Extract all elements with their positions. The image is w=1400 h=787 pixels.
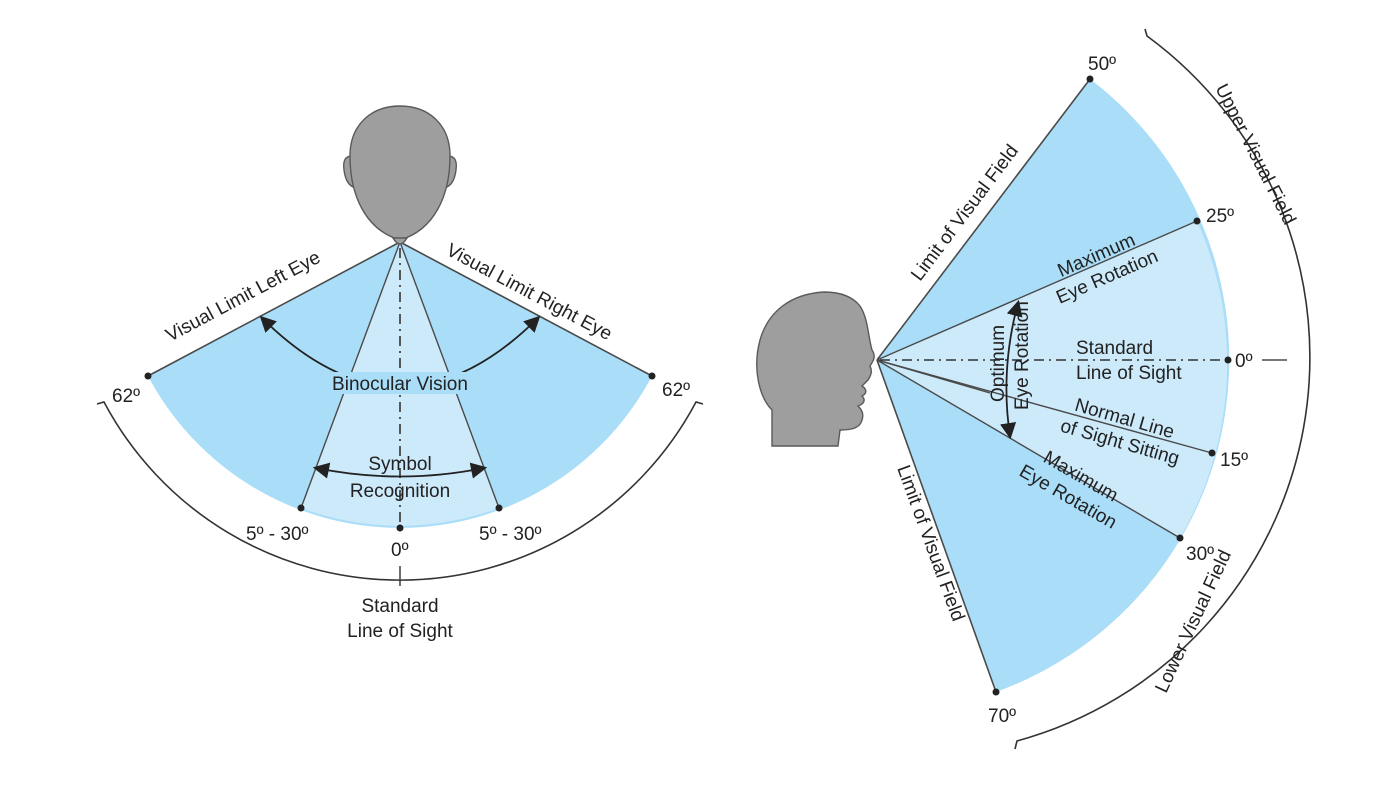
side-view-outer-arc	[1014, 28, 1311, 750]
side-view-dot-70	[992, 688, 1000, 696]
top-view-deg-right-62: 62º	[662, 380, 690, 401]
side-view-deg-0: 0º	[1235, 351, 1253, 372]
side-view-dot-25	[1193, 217, 1201, 225]
side-view-dot-0	[1224, 356, 1232, 364]
optimum-eye-rotation-label: Optimum Eye Rotation	[988, 301, 1033, 410]
side-view-head-icon	[756, 291, 875, 447]
side-view-dot-30	[1176, 534, 1184, 542]
top-view-diagram: Visual Limit Left Eye Visual Limit Right…	[96, 105, 704, 642]
symbol-recognition-arrow	[312, 462, 488, 479]
top-view-dot-center	[396, 524, 404, 532]
top-view-standard-line2: Line of Sight	[347, 621, 453, 642]
top-view-deg-right-range: 5º - 30º	[479, 524, 542, 545]
top-view-outer-arc	[96, 401, 704, 581]
side-view-optimum-short-line	[876, 359, 991, 394]
side-view-standard-line2: Line of Sight	[1076, 363, 1182, 384]
lower-visual-field-label: Lower Visual Field	[1151, 547, 1235, 696]
top-view-dot-right-range	[495, 504, 503, 512]
side-view-max-rotation-lower-line	[876, 359, 1181, 539]
side-view-deg-30: 30º	[1186, 544, 1214, 565]
symbol-recognition-label-line2: Recognition	[350, 481, 450, 502]
side-view-deg-15: 15º	[1220, 450, 1248, 471]
side-view-deg-25: 25º	[1206, 206, 1234, 227]
top-view-dot-right-62	[648, 372, 656, 380]
top-view-deg-left-range: 5º - 30º	[246, 524, 309, 545]
side-view-standard-line1: Standard	[1076, 338, 1153, 359]
side-view-deg-50: 50º	[1088, 54, 1116, 75]
optimum-eye-rotation-arrow	[1000, 299, 1023, 440]
top-view-head-icon	[342, 105, 458, 245]
top-view-right-eye-limit-line	[399, 241, 653, 377]
top-view-standard-line1: Standard	[361, 596, 438, 617]
top-view-deg-left-62: 62º	[112, 386, 140, 407]
optimum-eye-rotation-line1: Optimum	[988, 325, 1009, 402]
side-view-normal-line-of-sight	[876, 359, 1213, 454]
side-view-eye-rotation-region	[877, 221, 1228, 538]
side-view-diagram: Limit of Visual Field Limit of Visual Fi…	[756, 28, 1311, 750]
side-view-deg-70: 70º	[988, 706, 1016, 727]
binocular-vision-label-group: Binocular Vision	[318, 372, 482, 395]
binocular-vision-label: Binocular Vision	[332, 374, 468, 395]
side-view-upper-limit-line	[876, 78, 1091, 361]
top-view-left-eye-limit-line	[147, 241, 401, 377]
top-view-dot-left-range	[297, 504, 305, 512]
side-view-max-rotation-upper-line	[876, 220, 1198, 361]
side-view-dot-15	[1208, 449, 1216, 457]
symbol-recognition-label-line1: Symbol	[368, 454, 431, 475]
optimum-eye-rotation-line2: Eye Rotation	[1012, 301, 1033, 410]
side-view-dot-50	[1086, 75, 1094, 83]
top-view-deg-center: 0º	[391, 540, 409, 561]
top-view-dot-left-62	[144, 372, 152, 380]
side-view-lower-limit-line	[876, 359, 997, 693]
